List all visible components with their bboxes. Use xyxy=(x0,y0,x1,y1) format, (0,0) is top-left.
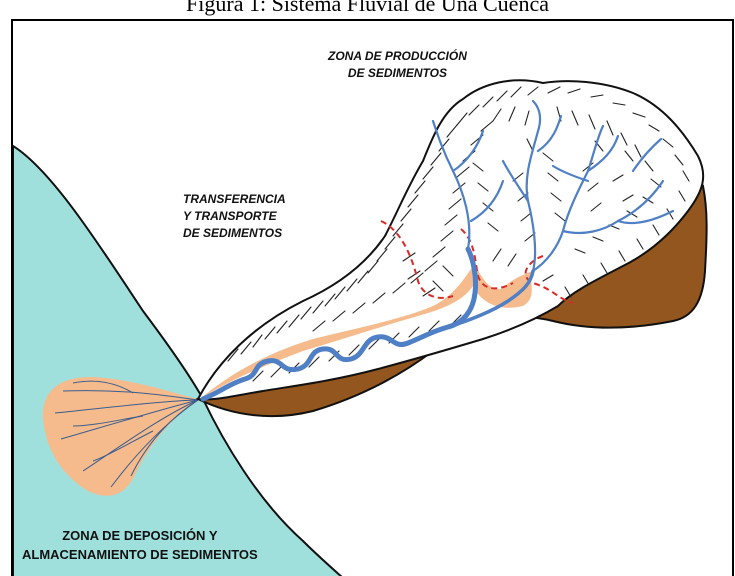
label-transfer-line2: Y TRANSPORTE xyxy=(183,208,286,225)
label-transfer-line3: DE SEDIMENTOS xyxy=(183,225,286,242)
label-transfer-zone: TRANSFERENCIA Y TRANSPORTE DE SEDIMENTOS xyxy=(183,191,286,242)
diagram-frame: ZONA DE PRODUCCIÓN DE SEDIMENTOS TRANSFE… xyxy=(11,19,734,576)
figure-caption: Figura 1: Sistema Fluvial de Una Cuenca xyxy=(0,0,735,16)
fluvial-system-diagram xyxy=(13,21,734,576)
label-transfer-line1: TRANSFERENCIA xyxy=(183,191,286,208)
label-deposition-zone: ZONA DE DEPOSICIÓN Y ALMACENAMIENTO DE S… xyxy=(16,524,264,566)
label-production-zone: ZONA DE PRODUCCIÓN DE SEDIMENTOS xyxy=(328,48,467,82)
label-deposition-line2: ALMACENAMIENTO DE SEDIMENTOS xyxy=(22,545,258,564)
label-production-line1: ZONA DE PRODUCCIÓN xyxy=(328,48,467,65)
label-production-line2: DE SEDIMENTOS xyxy=(328,65,467,82)
label-deposition-line1: ZONA DE DEPOSICIÓN Y xyxy=(22,526,258,545)
